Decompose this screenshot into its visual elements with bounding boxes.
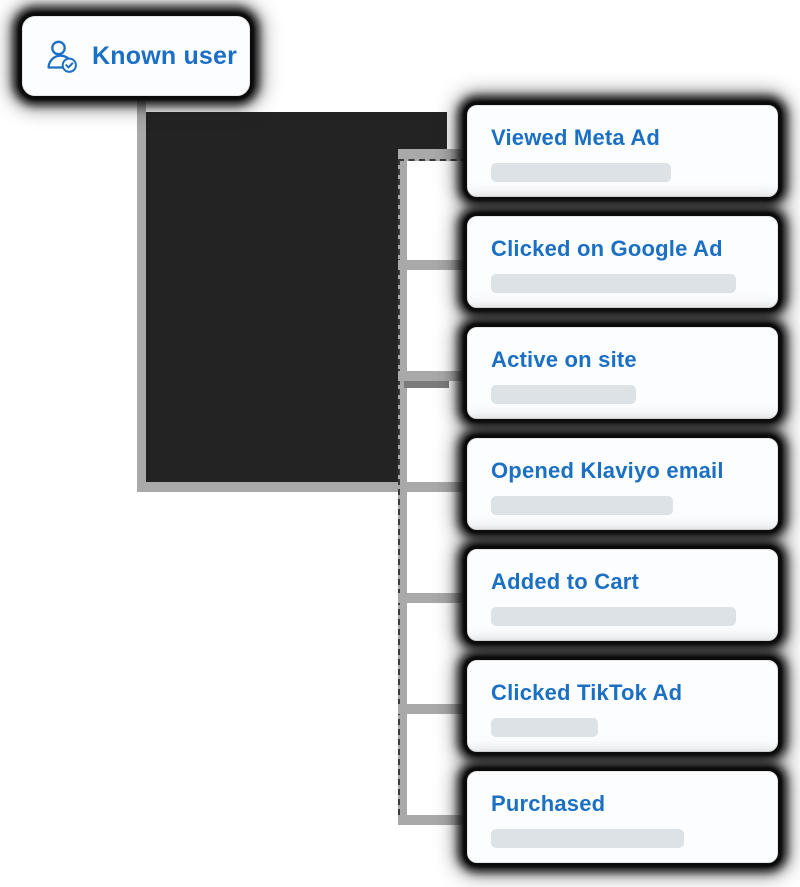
user-verified-icon (47, 40, 77, 73)
connector-stub-5 (398, 593, 467, 603)
event-node-clicked-google-ad[interactable]: Clicked on Google Ad (467, 216, 778, 308)
connector-root-horizontal (137, 482, 467, 492)
event-node-clicked-tiktok-ad[interactable]: Clicked TikTok Ad (467, 660, 778, 752)
event-label: Clicked on Google Ad (491, 236, 723, 261)
connector-stub-3 (398, 371, 467, 388)
redacted-text-bar (491, 385, 636, 404)
known-user-label: Known user (92, 41, 238, 70)
dark-overlay-block-extension (398, 112, 447, 151)
connector-stub-6 (398, 704, 467, 714)
connector-root-vertical (137, 96, 146, 492)
event-node-active-on-site[interactable]: Active on site (467, 327, 778, 419)
event-label: Added to Cart (491, 569, 640, 594)
event-node-viewed-meta-ad[interactable]: Viewed Meta Ad (467, 105, 778, 197)
event-node-opened-klaviyo-email[interactable]: Opened Klaviyo email (467, 438, 778, 530)
event-label: Opened Klaviyo email (491, 458, 724, 483)
connector-trunk (398, 149, 407, 825)
event-label: Clicked TikTok Ad (491, 680, 683, 705)
dark-overlay-block (145, 112, 398, 482)
connector-stub-1 (398, 149, 467, 161)
redacted-text-bar (491, 829, 684, 848)
connector-stub-7 (398, 815, 467, 825)
event-label: Purchased (491, 791, 606, 816)
connector-stub-2 (398, 260, 467, 270)
redacted-text-bar (491, 163, 671, 182)
event-node-added-to-cart[interactable]: Added to Cart (467, 549, 778, 641)
event-label: Active on site (491, 347, 637, 372)
redacted-text-bar (491, 496, 673, 515)
redacted-text-bar (491, 718, 598, 737)
event-column: Viewed Meta Ad Clicked on Google Ad Acti… (467, 105, 778, 863)
event-label: Viewed Meta Ad (491, 125, 661, 150)
event-node-purchased[interactable]: Purchased (467, 771, 778, 863)
known-user-node[interactable]: Known user (22, 16, 250, 96)
redacted-text-bar (491, 274, 736, 293)
redacted-text-bar (491, 607, 736, 626)
